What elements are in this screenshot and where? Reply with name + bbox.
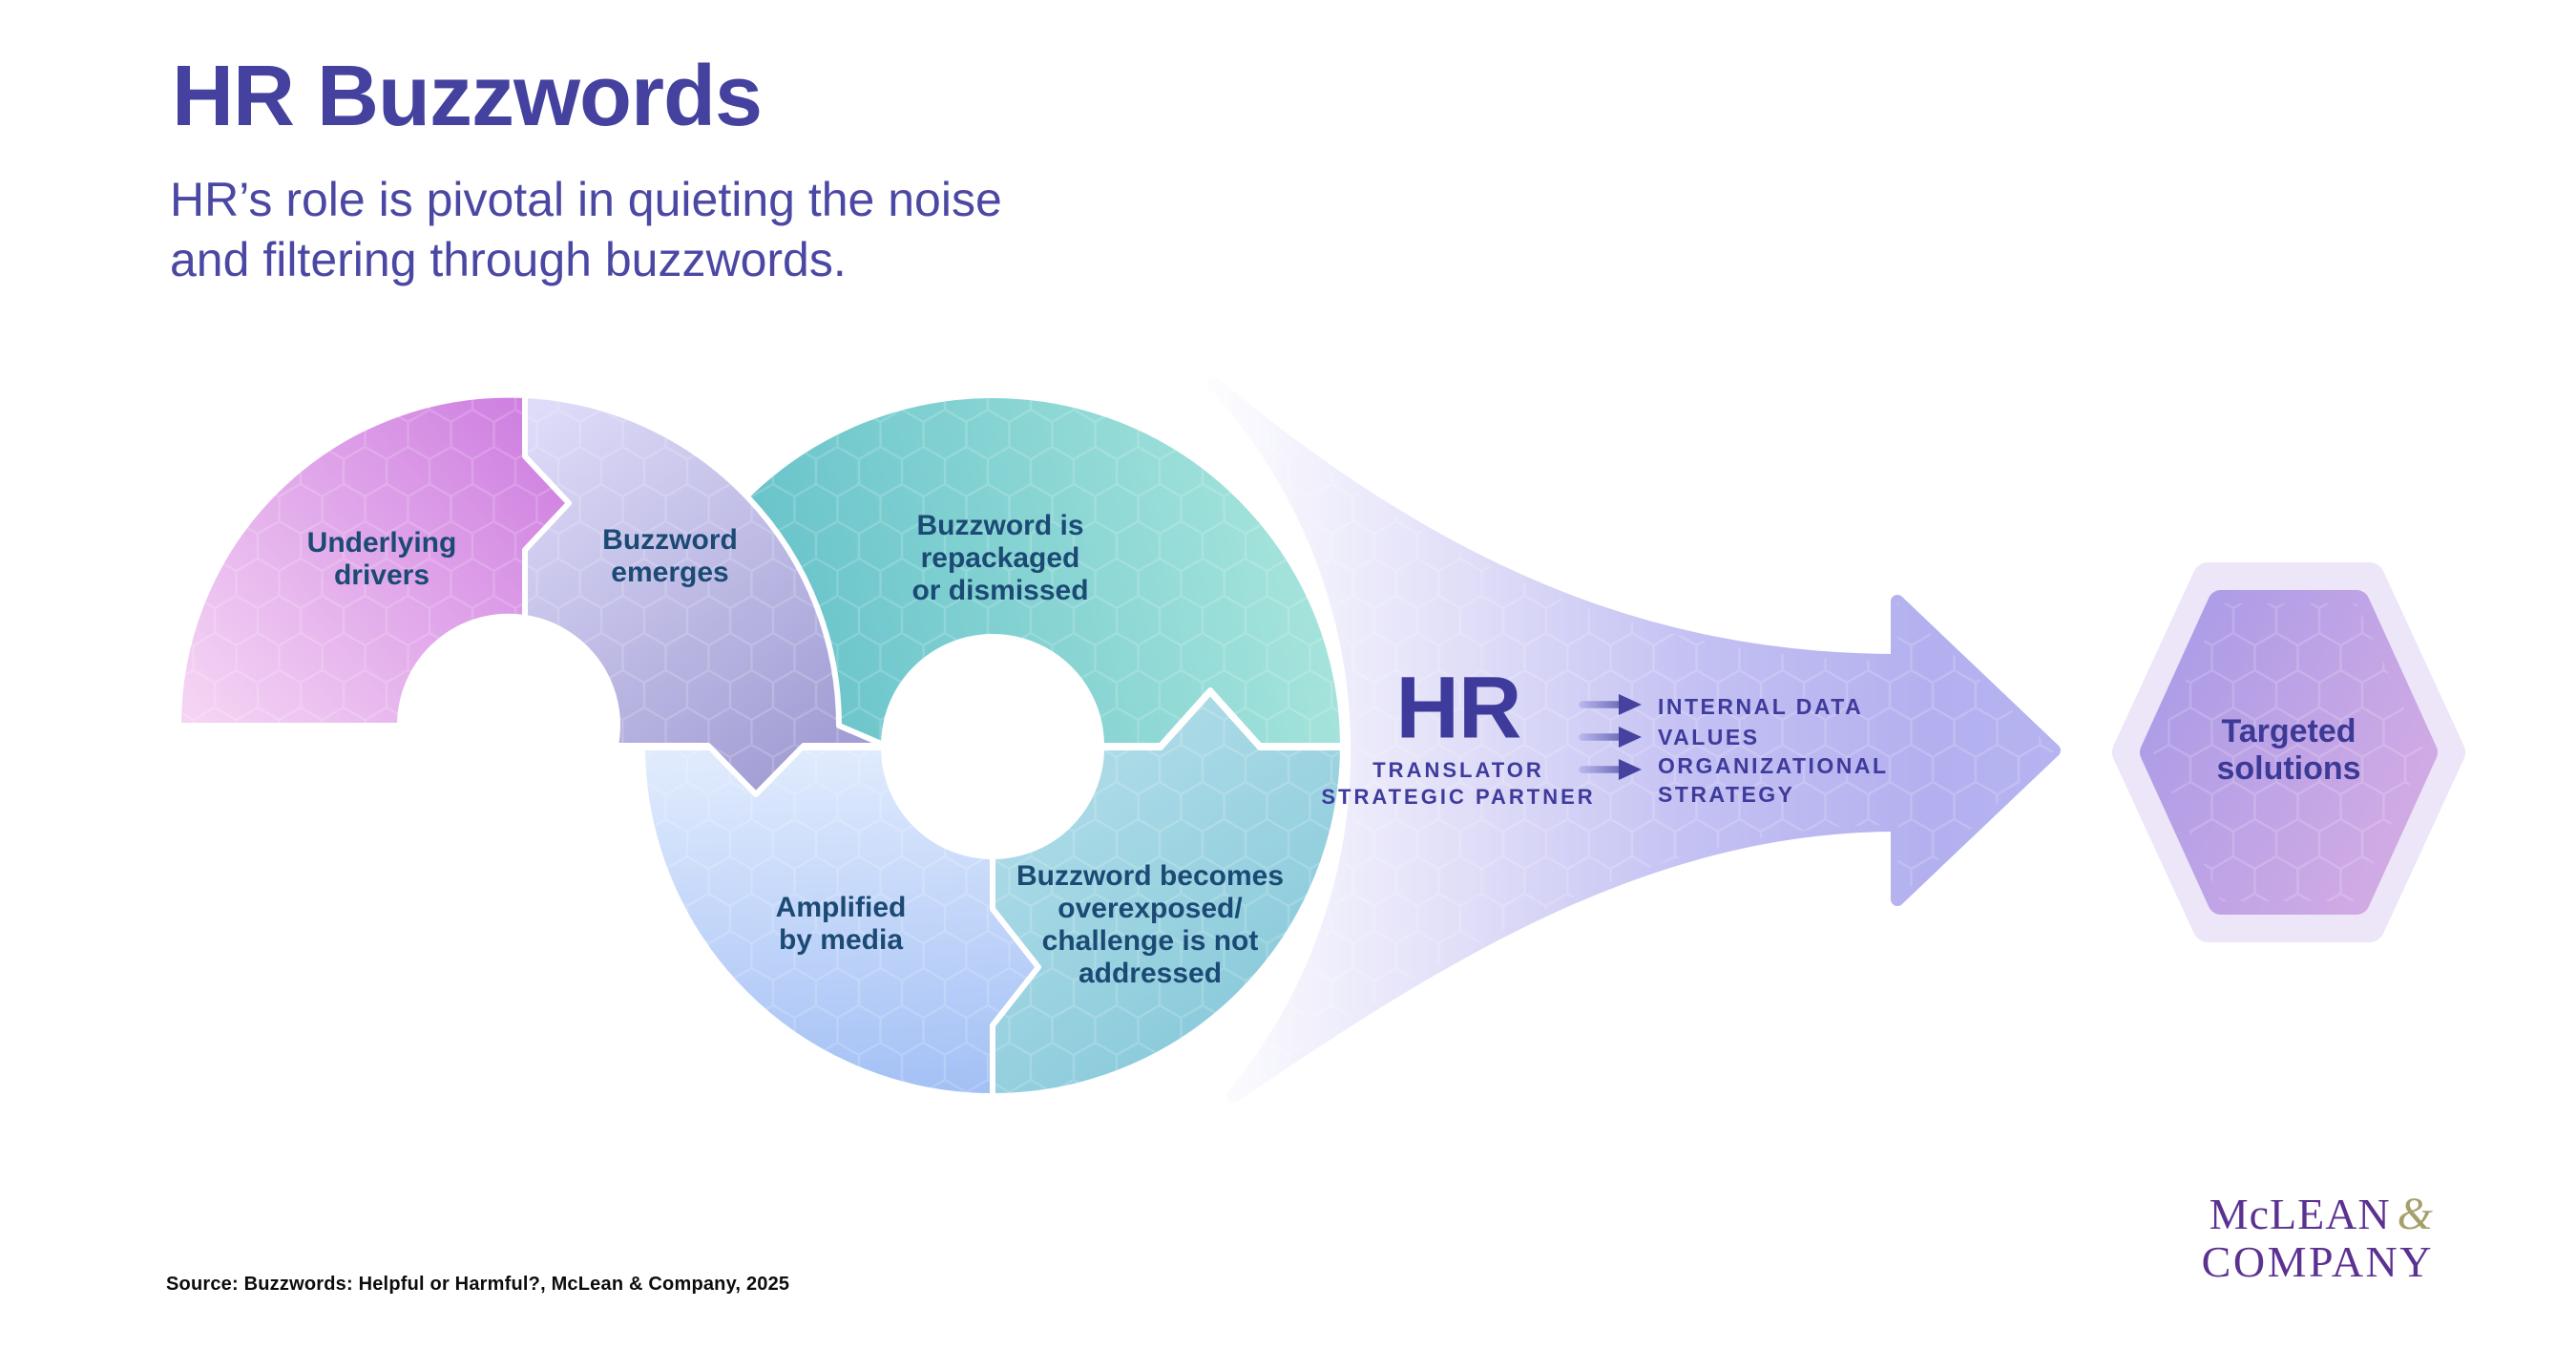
label-line: or dismissed [911, 575, 1089, 606]
right-arrow-icon [1579, 727, 1642, 748]
label-line: STRATEGY [1658, 782, 1795, 807]
hr-input-arrows [1579, 694, 1642, 780]
hr-label: HR [1395, 659, 1522, 757]
label-line: addressed [1078, 958, 1223, 989]
page-title: HR Buzzwords [172, 49, 763, 144]
right-arrow-icon [1579, 694, 1642, 715]
page-subtitle: HR’s role is pivotal in quieting the noi… [170, 170, 1002, 290]
source-citation: Source: Buzzwords: Helpful or Harmful?, … [166, 1274, 790, 1295]
label-line: Buzzword becomes [1016, 860, 1285, 892]
logo-line-1: McLEAN& [2143, 1189, 2434, 1239]
page-subtitle-line: HR’s role is pivotal in quieting the noi… [170, 173, 1002, 226]
logo-ampersand: & [2397, 1189, 2434, 1239]
hr-input-values: VALUES [1658, 725, 1760, 749]
label-line: Amplified [775, 892, 907, 923]
label-line: overexposed/ [1058, 893, 1243, 924]
label-line: challenge is not [1041, 925, 1259, 957]
label-line: Underlying [306, 527, 457, 559]
label-line: solutions [2216, 750, 2361, 787]
label-line: Buzzword is [916, 510, 1084, 541]
targeted-solutions-label: Targeted solutions [2216, 713, 2360, 788]
segment-label-underlying-drivers: Underlying drivers [307, 527, 457, 592]
label-line: drivers [333, 559, 430, 591]
segment-label-buzzword-repackaged: Buzzword is repackaged or dismissed [911, 510, 1088, 607]
segment-label-amplified-by-media: Amplified by media [776, 892, 907, 957]
hr-role-strategic-partner: STRATEGIC PARTNER [1321, 785, 1596, 809]
mclean-company-logo: McLEAN& COMPANY [2143, 1189, 2434, 1286]
label-line: emerges [611, 557, 729, 588]
label-line: Buzzword [602, 524, 738, 556]
logo-wordmark: McLEAN [2209, 1190, 2391, 1238]
hr-input-internal-data: INTERNAL DATA [1658, 694, 1864, 719]
right-arrow-icon [1579, 759, 1642, 780]
label-line: Targeted [2221, 713, 2356, 749]
page-subtitle-line: and filtering through buzzwords. [170, 233, 847, 286]
segment-label-buzzword-emerges: Buzzword emerges [602, 524, 738, 589]
label-line: repackaged [920, 542, 1080, 574]
segment-label-buzzword-overexposed: Buzzword becomes overexposed/ challenge … [1016, 860, 1284, 990]
hr-role-translator: TRANSLATOR [1372, 758, 1544, 782]
logo-line-2: COMPANY [2201, 1236, 2434, 1286]
label-line: by media [778, 924, 904, 956]
hr-input-organizational-strategy: ORGANIZATIONAL STRATEGY [1658, 751, 1889, 809]
label-line: ORGANIZATIONAL [1658, 753, 1889, 778]
